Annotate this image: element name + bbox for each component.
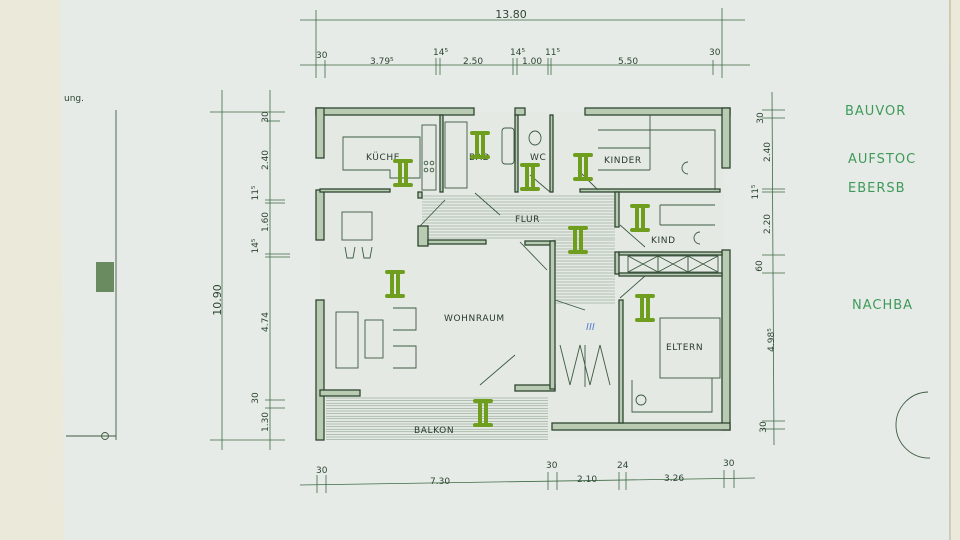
dim-label: 14⁵: [251, 238, 261, 253]
bed: [659, 317, 721, 379]
dim-label: 11⁵: [751, 184, 761, 199]
dim-label: 60: [755, 260, 765, 272]
bottom-dimensions: 30 7.30 30 2.10 24 3.26 30: [299, 459, 756, 493]
floor-marker-icon: II: [470, 131, 490, 159]
dim-label: 5.50: [618, 57, 638, 67]
armchairs: [393, 307, 417, 369]
wardrobe-bay: [687, 255, 719, 273]
dim-label: 3.79⁵: [370, 57, 394, 67]
floor-marker-stroke: [393, 159, 413, 187]
dim-label: 30: [723, 459, 735, 469]
furniture: [335, 115, 721, 413]
dim-label: 1.00: [522, 57, 542, 67]
dim-label: 30: [261, 111, 271, 123]
stove: [421, 124, 437, 191]
title-block: BAUVOR AUFSTOC EBERSB NACHBA: [845, 104, 916, 313]
toilet: [528, 130, 542, 146]
hatching: [326, 195, 615, 440]
sofa: [335, 311, 359, 369]
room-eltern: ELTERN: [666, 343, 703, 353]
marker-annotations: II II II II II II II II II: [385, 131, 655, 427]
dim-label: 14⁵: [510, 48, 525, 58]
dim-label: 30: [251, 392, 261, 404]
dim-label: 4.98⁵: [767, 328, 777, 352]
room-kinder: KINDER: [604, 156, 642, 166]
axis-circle: [101, 432, 109, 440]
floor-marker-stroke: [470, 131, 490, 159]
floor-marker-icon: II: [473, 399, 493, 427]
wardrobe: [627, 255, 719, 273]
floor-marker-stroke: [635, 294, 655, 322]
floor-marker-stroke: [520, 163, 540, 191]
floor-marker-icon: II: [393, 159, 413, 187]
floor-marker-icon: II: [630, 204, 650, 232]
floor-marker-stroke: [385, 270, 405, 298]
dim-label: 30: [316, 466, 328, 476]
top-dimensions: 13.80 30 3.79⁵ 14⁵ 2.50 14⁵ 1.00 11⁵ 5.5…: [300, 8, 750, 78]
dim-label: 2.40: [261, 150, 271, 170]
coffee-table: [364, 319, 384, 359]
room-kueche: KÜCHE: [366, 152, 400, 163]
bathtub: [444, 121, 468, 189]
kinder-furniture: [598, 115, 716, 190]
dim-total-width: 13.80: [495, 8, 527, 21]
floor-marker-stroke: [473, 399, 493, 427]
room-wc: WC: [530, 153, 546, 163]
dim-label: 11⁵: [251, 185, 261, 200]
dim-label: 2.50: [463, 57, 483, 67]
floor-marker-stroke: [630, 204, 650, 232]
kind-furniture: [659, 204, 715, 226]
left-dimensions: 10.90 30 2.40 11⁵ 1.60 14⁵ 4.74 30 1.30: [210, 90, 290, 450]
dim-label: 30: [759, 421, 769, 433]
floor-marker-icon: II: [568, 226, 588, 254]
dim-label: 3.26: [664, 474, 684, 484]
dim-total-depth: 10.90: [211, 284, 224, 316]
dim-label: 30: [546, 461, 558, 471]
wardrobe-cross: [627, 255, 659, 273]
dim-label: 30: [316, 51, 328, 61]
walls: [315, 107, 731, 441]
title-line: EBERSB: [848, 181, 906, 196]
floor-marker-stroke: [573, 153, 593, 181]
wardrobe-cross: [687, 255, 719, 273]
room-balkon: BALKON: [414, 426, 454, 436]
dim-label: 24: [617, 461, 629, 471]
pencil-marker: III: [586, 322, 595, 333]
floor-marker-icon: II: [573, 153, 593, 181]
dim-label: 7.30: [430, 477, 450, 487]
dim-label: 30: [709, 48, 721, 58]
right-dimensions: 30 2.40 11⁵ 2.20 60 4.98⁵ 30: [751, 91, 785, 446]
dim-label: 14⁵: [433, 48, 448, 58]
dim-label: 2.10: [577, 475, 597, 485]
kitchen-counter: [342, 136, 421, 179]
floor-marker-icon: II: [385, 270, 405, 298]
stamp: [895, 391, 931, 459]
room-kind: KIND: [651, 236, 676, 246]
margin-text: ung.: [64, 94, 84, 104]
dim-label: 2.40: [763, 142, 773, 162]
dim-label: 2.20: [763, 214, 773, 234]
washbasin: [501, 127, 515, 165]
room-wohnraum: WOHNRAUM: [444, 314, 505, 324]
title-line: AUFSTOC: [848, 152, 916, 167]
room-flur: FLUR: [515, 215, 540, 225]
wall-detail: [96, 262, 114, 292]
title-line: NACHBA: [852, 298, 913, 313]
floor-marker-icon: II: [520, 163, 540, 191]
dim-label: 1.30: [261, 412, 271, 432]
dim-label: 30: [756, 112, 766, 124]
floor-marker-icon: II: [635, 294, 655, 322]
floor-marker-stroke: [568, 226, 588, 254]
wardrobe-cross: [657, 255, 689, 273]
dim-label: 4.74: [261, 312, 271, 332]
dim-label: 11⁵: [545, 48, 560, 58]
dining-table: [341, 211, 373, 241]
dim-label: 1.60: [261, 212, 271, 232]
title-line: BAUVOR: [845, 104, 906, 119]
